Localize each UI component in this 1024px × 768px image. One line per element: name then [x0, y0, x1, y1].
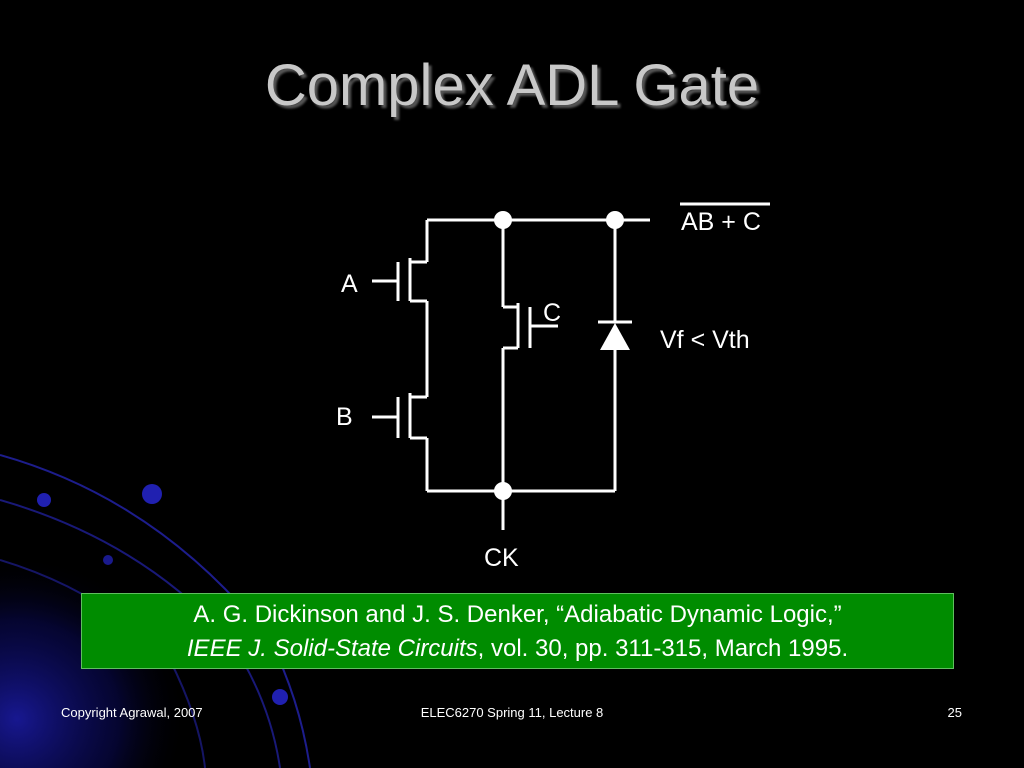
label-diode: Vf < Vth: [660, 326, 750, 354]
citation-details: , vol. 30, pp. 311-315, March 1995.: [477, 635, 849, 662]
footer-page-number: 25: [947, 705, 962, 720]
slide-title: Complex ADL Gate: [264, 53, 760, 118]
citation-line1: A. G. Dickinson and J. S. Denker, “Adiab…: [193, 601, 842, 628]
junction-dot-top-mid: [494, 211, 512, 229]
junction-dot-top-right: [606, 211, 624, 229]
citation-journal: IEEE J. Solid-State Circuits: [186, 635, 478, 662]
footer-course: ELEC6270 Spring 11, Lecture 8: [420, 705, 604, 720]
label-input-a: A: [341, 270, 358, 298]
label-input-b: B: [336, 403, 353, 431]
label-clock: CK: [484, 544, 519, 572]
diode-symbol: [600, 323, 630, 350]
junction-dot-bottom: [494, 482, 512, 500]
label-output: AB + C: [681, 208, 761, 236]
citation-line2: IEEE J. Solid-State Circuits, vol. 30, p…: [82, 632, 953, 666]
label-input-c: C: [543, 299, 561, 327]
footer-copyright: Copyright Agrawal, 2007: [61, 705, 203, 720]
citation-box: A. G. Dickinson and J. S. Denker, “Adiab…: [81, 593, 954, 669]
